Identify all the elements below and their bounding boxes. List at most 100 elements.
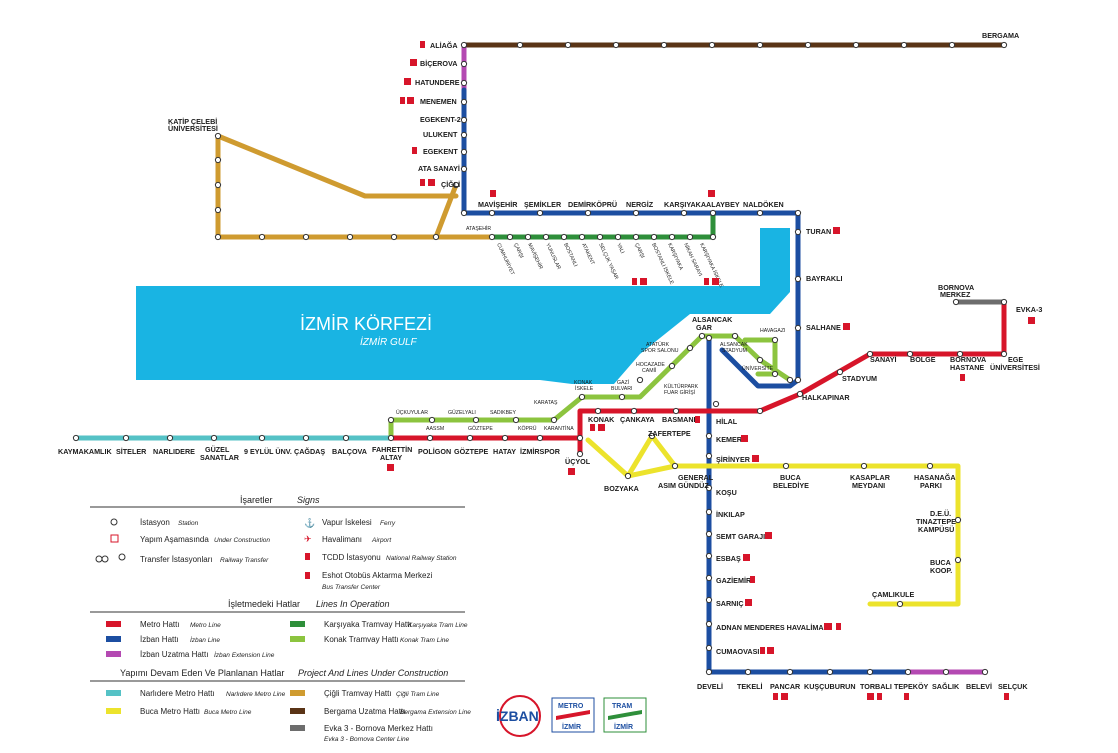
ktram-guzelyali[interactable]: GÜZELYALI [448, 409, 476, 416]
ktram-konak-iskele-2[interactable]: İSKELE [575, 385, 594, 392]
station-dot[interactable] [346, 233, 354, 241]
ktram-alsancak-stadyum-1[interactable]: ALSANCAK [720, 342, 748, 348]
station-cankaya[interactable]: ÇANKAYA [620, 415, 655, 424]
station-buca-koop-2[interactable]: KOOP. [930, 566, 952, 575]
tram-mavisehir[interactable]: MAVİŞEHİR [526, 242, 544, 271]
station-bornova-hastane-1[interactable]: BORNOVA [950, 355, 986, 364]
station-selcuk[interactable]: SELÇUK [998, 682, 1028, 691]
station-dot[interactable] [516, 41, 524, 49]
tram-carsi[interactable]: ÇARŞI [512, 242, 524, 259]
station-dot[interactable] [866, 668, 874, 676]
station-dot[interactable] [390, 233, 398, 241]
station-dot[interactable] [506, 233, 514, 241]
station-egekent[interactable]: EGEKENT [423, 147, 458, 156]
tram-karsiyaka[interactable]: KARŞIYAKA [666, 242, 684, 271]
station-dot[interactable] [650, 233, 658, 241]
station-dot[interactable] [632, 233, 640, 241]
station-dot[interactable] [636, 376, 644, 384]
station-hatundere[interactable]: HATUNDERE [415, 78, 460, 87]
station-dot[interactable] [786, 376, 794, 384]
tram-karsiyaka-iskele[interactable]: KARŞIYAKA İSKELE [698, 242, 725, 289]
station-dot[interactable] [452, 181, 460, 189]
station-dot[interactable] [560, 233, 568, 241]
station-dot[interactable] [744, 668, 752, 676]
station-dot[interactable] [460, 116, 468, 124]
station-dot[interactable] [1000, 350, 1008, 358]
station-evka3[interactable]: EVKA-3 [1016, 305, 1042, 314]
station-deu-2[interactable]: TINAZTEPE [916, 517, 956, 526]
station-sanayi[interactable]: SANAYİ [870, 355, 897, 364]
station-katip-1[interactable]: KATİP ÇELEBİ [168, 117, 217, 126]
station-atasanayi[interactable]: ATA SANAYİ [418, 164, 460, 173]
station-saglik[interactable]: SAĞLIK [932, 682, 960, 691]
station-dot[interactable] [705, 552, 713, 560]
station-fahrettin-1[interactable]: FAHRETTİN [372, 445, 412, 454]
station-dot[interactable] [594, 407, 602, 415]
station-develi[interactable]: DEVELİ [697, 682, 723, 691]
station-bornova-hastane-2[interactable]: HASTANE [950, 363, 984, 372]
station-halkapinar[interactable]: HALKAPINAR [802, 393, 850, 402]
station-menemen[interactable]: MENEMEN [420, 97, 457, 106]
station-dot[interactable] [428, 416, 436, 424]
station-dot[interactable] [536, 209, 544, 217]
station-ucyol[interactable]: ÜÇYOL [565, 457, 591, 466]
ktram-aassm[interactable]: AASSM [426, 426, 444, 432]
station-dot[interactable] [896, 600, 904, 608]
station-dot[interactable] [709, 233, 717, 241]
station-naldoken[interactable]: NALDÖKEN [743, 200, 784, 209]
station-dot[interactable] [756, 209, 764, 217]
station-poligon[interactable]: POLİGON [418, 447, 451, 456]
station-dot[interactable] [460, 209, 468, 217]
station-dot[interactable] [709, 209, 717, 217]
station-dot[interactable] [1000, 298, 1008, 306]
station-dot[interactable] [460, 79, 468, 87]
station-dot[interactable] [672, 407, 680, 415]
station-dot[interactable] [771, 336, 779, 344]
station-kuscuburun[interactable]: KUŞÇUBURUN [804, 682, 856, 691]
tram-yali[interactable]: YALI [615, 242, 625, 254]
station-ege-uni-1[interactable]: EGE [1008, 355, 1023, 364]
station-dot[interactable] [794, 228, 802, 236]
station-semt-garaji[interactable]: SEMT GARAJI [716, 532, 765, 541]
station-alsancak-gar-2[interactable]: GAR [696, 323, 713, 332]
station-dot[interactable] [698, 332, 706, 340]
station-dot[interactable] [302, 233, 310, 241]
station-buca-belediye-1[interactable]: BUCA [780, 473, 801, 482]
station-dot[interactable] [214, 156, 222, 164]
station-dot[interactable] [632, 209, 640, 217]
station-cigli[interactable]: ÇİĞLİ [441, 180, 460, 189]
station-salhane[interactable]: SALHANE [806, 323, 841, 332]
ktram-havagazi[interactable]: HAVAGAZI [760, 328, 785, 334]
station-dot[interactable] [786, 668, 794, 676]
station-dot[interactable] [258, 233, 266, 241]
station-dot[interactable] [387, 434, 395, 442]
station-dot[interactable] [671, 462, 679, 470]
station-balcova[interactable]: BALÇOVA [332, 447, 367, 456]
station-dot[interactable] [771, 370, 779, 378]
station-dot[interactable] [942, 668, 950, 676]
station-hasanaga-2[interactable]: PARKI [920, 481, 942, 490]
station-dot[interactable] [618, 393, 626, 401]
tram-yunuslar[interactable]: YUNUSLAR [544, 242, 561, 270]
tram-atasehir[interactable]: ATAŞEHİR [466, 225, 491, 232]
station-hatay[interactable]: HATAY [493, 447, 516, 456]
station-kasaplar-2[interactable]: MEYDANI [852, 481, 885, 490]
station-dot[interactable] [122, 434, 130, 442]
station-dokuz-eylul[interactable]: 9 EYLÜL ÜNV. [244, 447, 292, 456]
station-tekeli[interactable]: TEKELİ [737, 682, 763, 691]
tram-carsi-2[interactable]: ÇARŞI [633, 242, 645, 259]
station-dot[interactable] [952, 298, 960, 306]
station-demirkopru[interactable]: DEMİRKÖPRÜ [568, 200, 617, 209]
tram-atakent[interactable]: ATAKENT [580, 242, 596, 266]
station-dot[interactable] [460, 60, 468, 68]
ktram-gazi-1[interactable]: GAZİ [617, 379, 629, 386]
tram-selcuk-yasar[interactable]: SELÇUK YAŞAR [597, 242, 619, 280]
station-buca-belediye-2[interactable]: BELEDİYE [773, 481, 809, 490]
ktram-kopru[interactable]: KÖPRÜ [518, 425, 537, 432]
station-dot[interactable] [576, 434, 584, 442]
station-dot[interactable] [926, 462, 934, 470]
station-dot[interactable] [860, 462, 868, 470]
station-dot[interactable] [826, 668, 834, 676]
ktram-kulturpark-2[interactable]: FUAR GİRİŞİ [664, 389, 695, 396]
station-dot[interactable] [614, 233, 622, 241]
